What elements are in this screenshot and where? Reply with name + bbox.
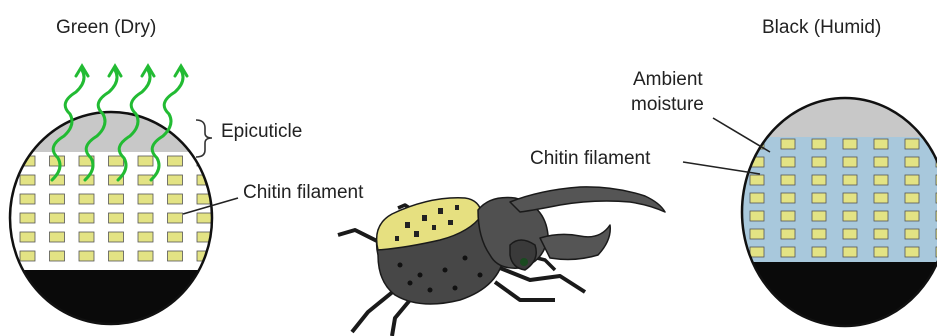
chitin-filament-segment-humid (781, 229, 795, 239)
dry-title: Green (Dry) (56, 17, 156, 38)
chitin-filament-segment (168, 213, 183, 223)
chitin-filament-segment (20, 251, 35, 261)
chitin-filament-segment-humid (781, 247, 795, 257)
chitin-filament-segment (138, 232, 153, 242)
beetle-illustration (338, 187, 665, 336)
chitin-filament-segment-humid (750, 247, 764, 257)
chitin-filament-segment-humid (843, 193, 857, 203)
chitin-filament-segment (168, 156, 183, 166)
chitin-filament-segment-humid (843, 139, 857, 149)
chitin-filament-segment (109, 156, 124, 166)
ambient-moisture-label-line1: Ambient (633, 69, 703, 90)
chitin-filament-segment-humid (874, 157, 888, 167)
chitin-filament-segment-humid (905, 139, 919, 149)
chitin-filament-segment (138, 251, 153, 261)
chitin-filament-segment-humid (812, 157, 826, 167)
ambient-moisture-label-line2: moisture (631, 94, 704, 115)
chitin-filament-segment-humid (781, 139, 795, 149)
chitin-filament-segment-humid (874, 247, 888, 257)
chitin-filament-segment-humid (781, 211, 795, 221)
chitin-filament-segment-humid (812, 247, 826, 257)
humid-cuticle-circle (730, 90, 937, 336)
chitin-filament-segment (168, 232, 183, 242)
chitin-filament-segment-humid (843, 247, 857, 257)
chitin-filament-segment (20, 232, 35, 242)
epicuticle-layer-humid (730, 90, 937, 137)
chitin-filament-segment (197, 213, 212, 223)
chitin-filament-segment (168, 175, 183, 185)
chitin-filament-segment-humid (874, 175, 888, 185)
chitin-filament-segment (79, 194, 94, 204)
chitin-filament-segment (50, 194, 65, 204)
chitin-filament-segment-humid (843, 211, 857, 221)
chitin-filament-segment (20, 194, 35, 204)
epicuticle-brace (196, 120, 212, 157)
chitin-filament-segment-humid (843, 175, 857, 185)
chitin-filament-segment (20, 175, 35, 185)
chitin-filament-segment (168, 251, 183, 261)
humid-title: Black (Humid) (762, 17, 881, 38)
chitin-filament-segment (138, 194, 153, 204)
chitin-filament-segment-humid (750, 211, 764, 221)
chitin-filament-segment (20, 213, 35, 223)
chitin-filament-segment-humid (812, 139, 826, 149)
chitin-filament-segment (79, 213, 94, 223)
epicuticle-layer (0, 100, 230, 152)
chitin-filament-segment-humid (905, 157, 919, 167)
dry-cuticle-circle (0, 100, 230, 336)
chitin-filament-segment (79, 251, 94, 261)
chitin-filament-segment (109, 251, 124, 261)
chitin-filament-segment-humid (750, 193, 764, 203)
chitin-filament-segment-humid (905, 175, 919, 185)
chitin-filament-segment (109, 213, 124, 223)
chitin-filament-segment (79, 232, 94, 242)
epicuticle-label: Epicuticle (221, 121, 302, 142)
moisture-pointer (713, 118, 770, 152)
chitin-filament-segment (109, 232, 124, 242)
chitin-filament-segment (50, 251, 65, 261)
chitin-filament-segment-humid (812, 211, 826, 221)
chitin-filament-segment-humid (781, 193, 795, 203)
chitin-filament-segment-humid (905, 247, 919, 257)
chitin-filament-segment-humid (812, 193, 826, 203)
chitin-filament-segment-humid (750, 175, 764, 185)
chitin-filament-segment-humid (874, 139, 888, 149)
chitin-pointer-right (683, 162, 760, 174)
chitin-filament-segment (50, 213, 65, 223)
chitin-filament-segment-humid (812, 229, 826, 239)
chitin-filament-segment-humid (905, 229, 919, 239)
chitin-filament-segment-humid (905, 211, 919, 221)
chitin-filament-segment-humid (905, 193, 919, 203)
chitin-filament-segment-humid (843, 157, 857, 167)
chitin-filament-segment-humid (874, 211, 888, 221)
chitin-filament-segment-humid (812, 175, 826, 185)
chitin-filament-segment (138, 156, 153, 166)
chitin-filament-segment (109, 194, 124, 204)
chitin-filament-segment-humid (874, 229, 888, 239)
chitin-filament-segment-humid (781, 157, 795, 167)
chitin-label-right: Chitin filament (530, 148, 651, 169)
chitin-filament-segment (168, 194, 183, 204)
chitin-filament-segment (138, 213, 153, 223)
chitin-filament-segment (50, 232, 65, 242)
chitin-filament-segment-humid (750, 229, 764, 239)
chitin-filament-segment-humid (874, 193, 888, 203)
chitin-filament-segment-humid (843, 229, 857, 239)
chitin-label-left: Chitin filament (243, 182, 364, 203)
black-base-layer (0, 270, 230, 336)
chitin-filament-segment-humid (781, 175, 795, 185)
